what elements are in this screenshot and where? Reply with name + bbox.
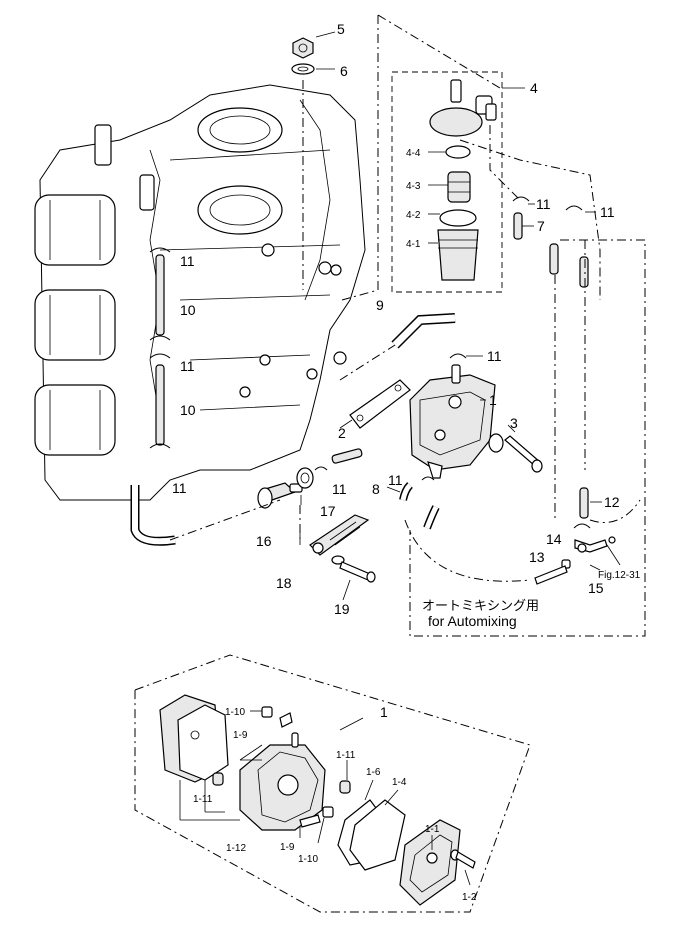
automixing-note-english: for Automixing: [428, 613, 517, 629]
detail-callout-1: 1: [380, 704, 388, 720]
callout-8: 8: [372, 481, 380, 497]
callout-7: 7: [537, 218, 545, 234]
engine-block-drawing: [34, 84, 366, 546]
callout-11-d: 11: [180, 358, 195, 374]
automixing-box: [409, 239, 646, 637]
detail-callout-1-6: 1-6: [366, 767, 381, 778]
callout-11-c: 11: [180, 253, 195, 269]
fitting-parts: [169, 448, 376, 601]
callout-4-3: 4-3: [406, 181, 421, 192]
callout-10-b: 10: [180, 402, 196, 418]
detail-callout-1-4: 1-4: [392, 777, 407, 788]
detail-callout-1-12: 1-12: [226, 843, 246, 854]
callout-labels: 5 6 4 4-4 4-3 4-2 4-1 11 11 7 11 10 11 1…: [172, 21, 641, 629]
detail-callout-1-2: 1-2: [462, 892, 477, 903]
callout-11-b: 11: [600, 204, 615, 220]
detail-callout-1-10-bottom: 1-10: [298, 854, 318, 865]
figure-reference: Fig.12-31: [598, 570, 641, 581]
detail-callout-1-10-top: 1-10: [225, 707, 245, 718]
callout-12: 12: [604, 494, 620, 510]
callout-11-a: 11: [536, 196, 551, 212]
nut-and-washer: [291, 31, 336, 290]
callout-11-g: 11: [332, 481, 347, 497]
callout-4-1: 4-1: [406, 239, 421, 250]
detail-callout-labels: 1 1-10 1-9 1-11 1-11 1-6 1-4 1-1 1-12 1-…: [193, 704, 477, 903]
callout-18: 18: [276, 575, 292, 591]
automixing-parts: [534, 487, 641, 585]
callout-4: 4: [530, 80, 538, 96]
callout-15: 15: [588, 580, 604, 596]
callout-10-a: 10: [180, 302, 196, 318]
detail-callout-1-9-top: 1-9: [233, 730, 248, 741]
callout-1: 1: [489, 392, 497, 408]
fuel-filter-assembly: [341, 14, 601, 301]
callout-16: 16: [256, 533, 272, 549]
detail-callout-1-1: 1-1: [425, 824, 440, 835]
callout-11-e: 11: [172, 480, 187, 496]
detail-callout-1-9-bottom: 1-9: [280, 842, 295, 853]
detail-callout-1-11-left: 1-11: [193, 794, 213, 805]
callout-14: 14: [546, 531, 562, 547]
callout-2: 2: [338, 425, 346, 441]
callout-6: 6: [340, 63, 348, 79]
callout-4-4: 4-4: [406, 148, 421, 159]
hose-8-group: [386, 476, 531, 582]
callout-13: 13: [529, 549, 545, 565]
callout-9: 9: [376, 297, 384, 313]
callout-5: 5: [337, 21, 345, 37]
callout-3: 3: [510, 415, 518, 431]
callout-19: 19: [334, 601, 350, 617]
hose-7-group: [512, 196, 596, 288]
detail-callout-1-11-right: 1-11: [336, 750, 356, 761]
callout-17: 17: [320, 503, 336, 519]
callout-11-f: 11: [487, 348, 502, 364]
fuel-pump-detail-drawing: [134, 654, 531, 913]
callout-4-2: 4-2: [406, 210, 421, 221]
automixing-note-japanese: オートミキシング用: [422, 599, 539, 614]
callout-11-h: 11: [388, 472, 403, 488]
fuel-pump-group: [339, 313, 543, 479]
